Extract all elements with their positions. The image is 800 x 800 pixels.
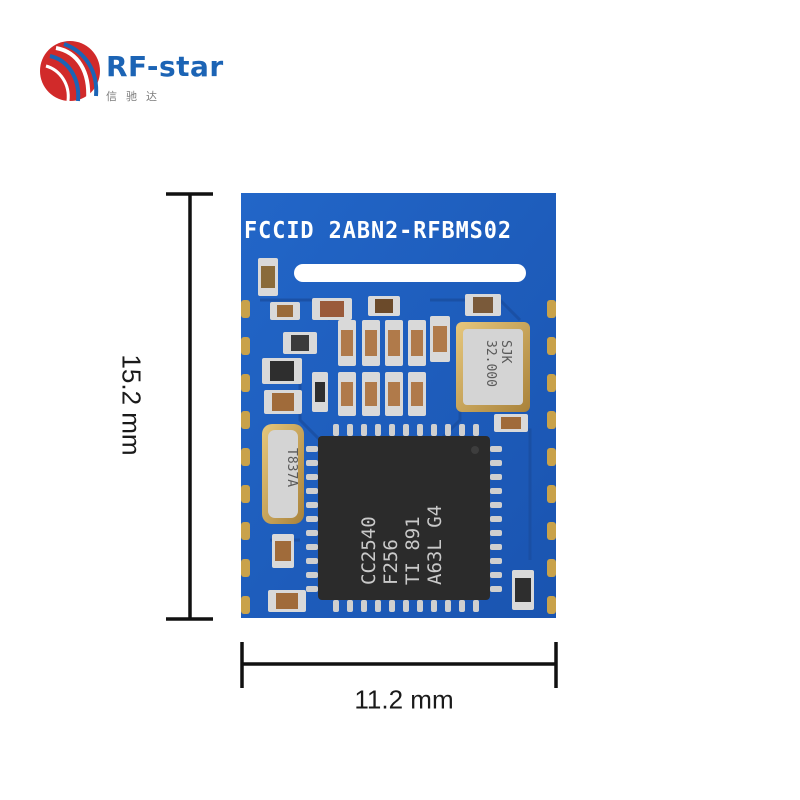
chip-marking: CC2540 F256 TI 891 A63L G4 [358, 504, 446, 585]
antenna-keepout-slot [294, 264, 526, 282]
rf-star-logo: RF-star 信驰达 [38, 38, 248, 108]
cc2540-chip [318, 436, 490, 600]
fcc-id-silkscreen: FCCID 2ABN2-RFBMS02 [244, 218, 513, 244]
brand-chinese-name: 信驰达 [106, 90, 166, 103]
chip-pins [306, 424, 502, 612]
brand-name: RF-star [106, 50, 224, 83]
smd-components [258, 258, 534, 612]
left-edge-pads [241, 300, 250, 614]
crystal-secondary [262, 424, 304, 524]
right-edge-pads [547, 300, 556, 614]
crystal2-marking: T837A [284, 448, 299, 488]
crystal-marking: SJK 32.000 [483, 340, 513, 387]
logo-globe-icon [40, 41, 100, 102]
width-dimension-label: 11.2 mm [354, 684, 454, 715]
crystal-32mhz [456, 322, 530, 412]
